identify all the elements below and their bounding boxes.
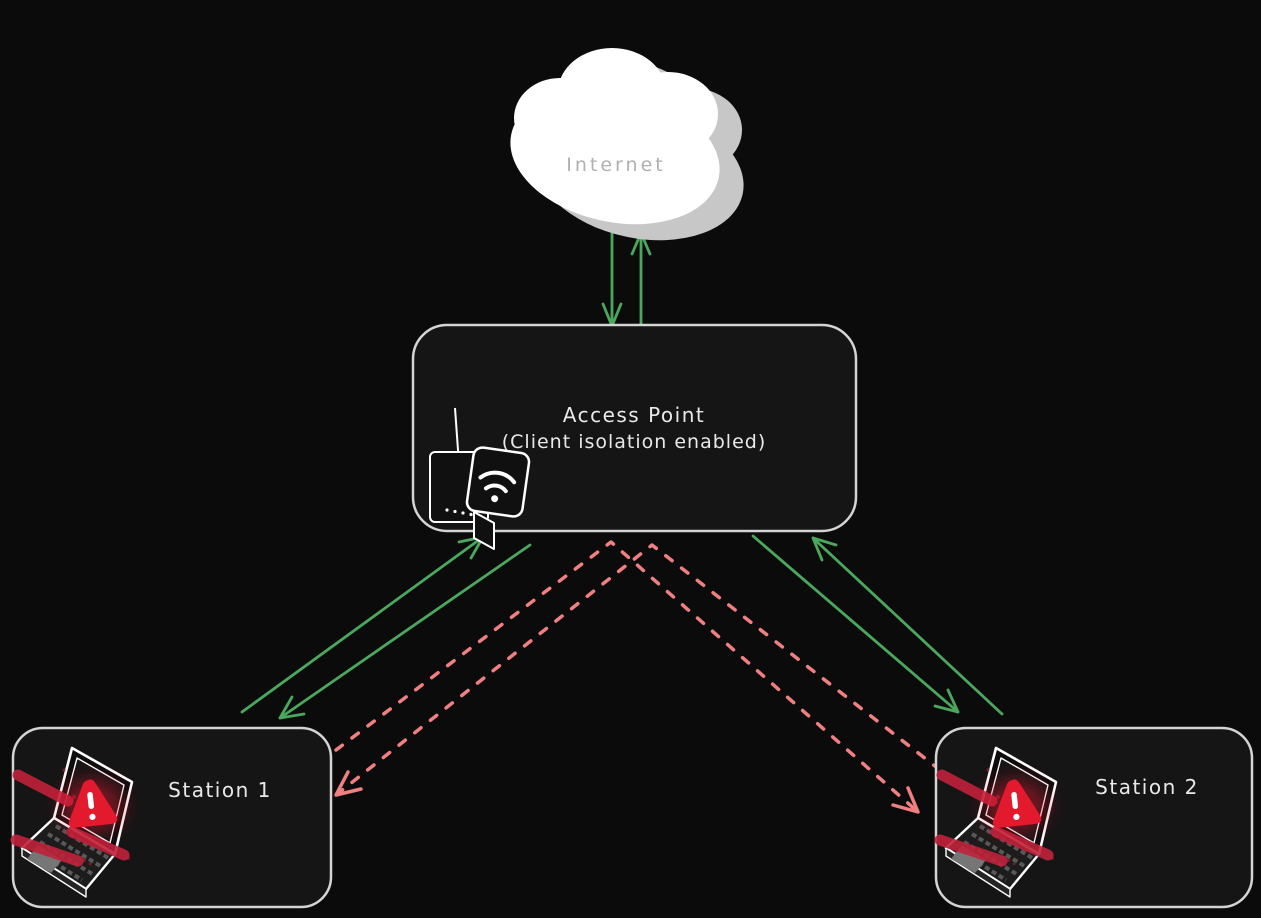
internet-cloud: Internet xyxy=(510,48,744,241)
flow-station1-to-station2-blocked xyxy=(334,540,920,814)
router-wifi-panel xyxy=(465,446,531,518)
access-point-subtitle: (Client isolation enabled) xyxy=(502,431,767,453)
internet-label: Internet xyxy=(566,154,665,176)
flow-ap-to-station2 xyxy=(751,534,960,714)
flow-station2-to-station1-blocked xyxy=(334,543,942,797)
router-leds xyxy=(445,508,473,517)
cloud-body xyxy=(510,48,720,225)
wifi-icon xyxy=(478,470,517,503)
flow-station2-to-ap xyxy=(811,536,1004,716)
station2-label: Station 2 xyxy=(1095,775,1199,799)
station1-label: Station 1 xyxy=(168,778,272,802)
access-point-title: Access Point xyxy=(563,403,705,427)
wireless-router-icon xyxy=(429,407,531,550)
flow-ap-to-station1 xyxy=(278,543,532,720)
